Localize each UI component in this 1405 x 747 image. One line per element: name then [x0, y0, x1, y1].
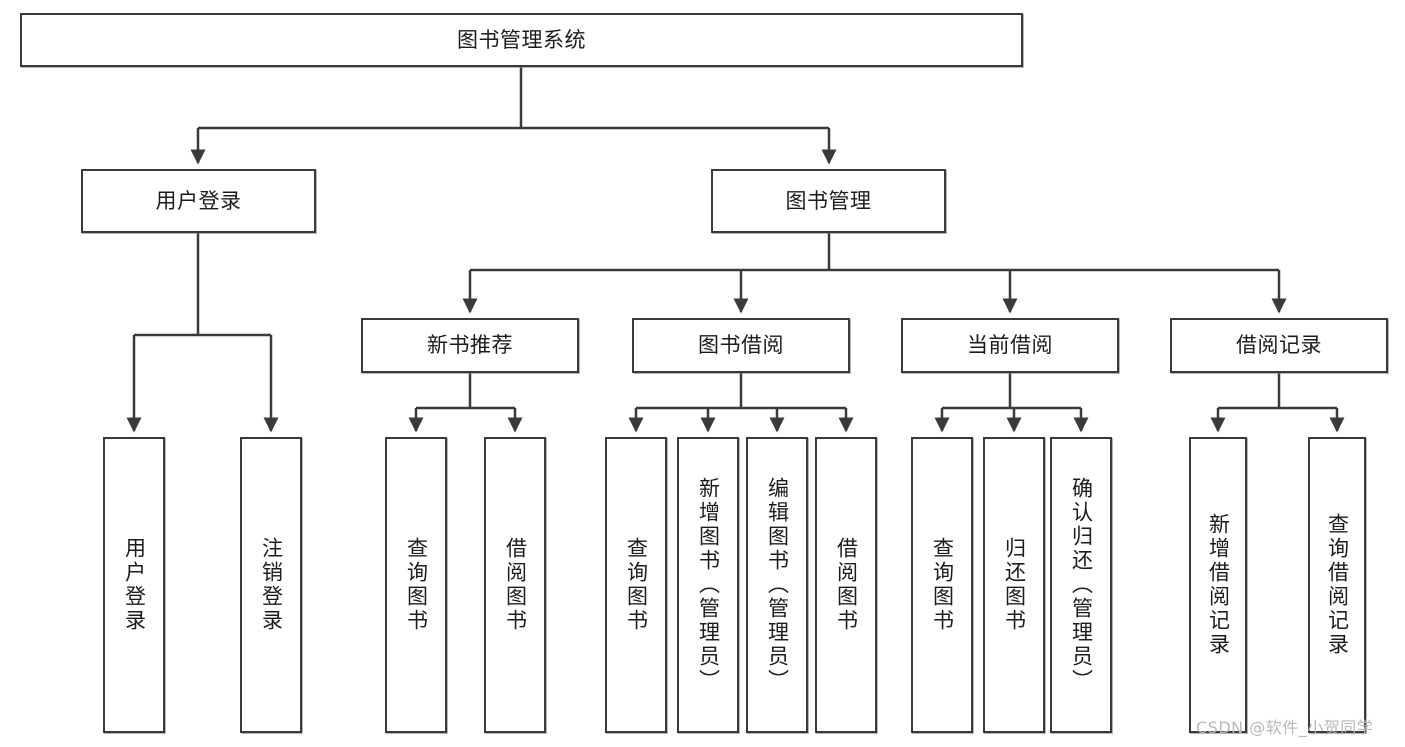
node-leaf-query-book-new-label: 查询图书: [404, 537, 429, 633]
node-borrow-record-label: 借阅记录: [1236, 333, 1322, 358]
node-leaf-confirm-return-admin[interactable]: 确认归还（管理员）: [1050, 437, 1112, 733]
node-leaf-edit-book-admin[interactable]: 编辑图书（管理员）: [746, 437, 808, 733]
node-leaf-query-borrow-record-label: 查询借阅记录: [1325, 513, 1350, 657]
node-leaf-query-book-current-label: 查询图书: [930, 537, 955, 633]
node-leaf-query-book-borrow-label: 查询图书: [624, 537, 649, 633]
csdn-watermark: CSDN @软件_小贺同学: [1196, 718, 1374, 737]
node-root-label: 图书管理系统: [457, 27, 586, 52]
node-leaf-logout-label: 注销登录: [259, 537, 284, 633]
node-leaf-return-book-label: 归还图书: [1002, 537, 1027, 633]
node-leaf-query-book-current[interactable]: 查询图书: [911, 437, 973, 733]
node-leaf-query-borrow-record[interactable]: 查询借阅记录: [1308, 437, 1366, 733]
node-book-borrow[interactable]: 图书借阅: [632, 318, 850, 373]
node-book-management-label: 图书管理: [785, 188, 872, 213]
node-user-login[interactable]: 用户登录: [81, 169, 316, 233]
node-leaf-query-book-new[interactable]: 查询图书: [385, 437, 447, 733]
node-book-borrow-label: 图书借阅: [698, 333, 784, 358]
node-borrow-record[interactable]: 借阅记录: [1170, 318, 1388, 373]
node-leaf-add-book-admin-label: 新增图书（管理员）: [696, 477, 721, 693]
node-leaf-confirm-return-admin-label: 确认归还（管理员）: [1069, 477, 1094, 693]
node-leaf-add-borrow-record-label: 新增借阅记录: [1206, 513, 1231, 657]
node-leaf-query-book-borrow[interactable]: 查询图书: [605, 437, 667, 733]
node-leaf-borrow-book-new[interactable]: 借阅图书: [484, 437, 546, 733]
node-leaf-borrow-book-new-label: 借阅图书: [503, 537, 528, 633]
node-leaf-user-login-label: 用户登录: [122, 537, 147, 633]
node-leaf-return-book[interactable]: 归还图书: [983, 437, 1045, 733]
node-leaf-add-book-admin[interactable]: 新增图书（管理员）: [677, 437, 739, 733]
node-leaf-edit-book-admin-label: 编辑图书（管理员）: [765, 477, 790, 693]
node-new-book-recommend[interactable]: 新书推荐: [361, 318, 579, 373]
node-root[interactable]: 图书管理系统: [20, 13, 1023, 67]
node-leaf-borrow-book[interactable]: 借阅图书: [815, 437, 877, 733]
node-leaf-add-borrow-record[interactable]: 新增借阅记录: [1189, 437, 1247, 733]
node-user-login-label: 用户登录: [155, 188, 242, 213]
node-current-borrow[interactable]: 当前借阅: [901, 318, 1119, 373]
node-leaf-logout[interactable]: 注销登录: [240, 437, 302, 733]
node-new-book-recommend-label: 新书推荐: [427, 333, 513, 358]
node-book-management[interactable]: 图书管理: [711, 169, 946, 233]
node-current-borrow-label: 当前借阅: [967, 333, 1053, 358]
node-leaf-user-login[interactable]: 用户登录: [103, 437, 165, 733]
node-leaf-borrow-book-label: 借阅图书: [834, 537, 859, 633]
